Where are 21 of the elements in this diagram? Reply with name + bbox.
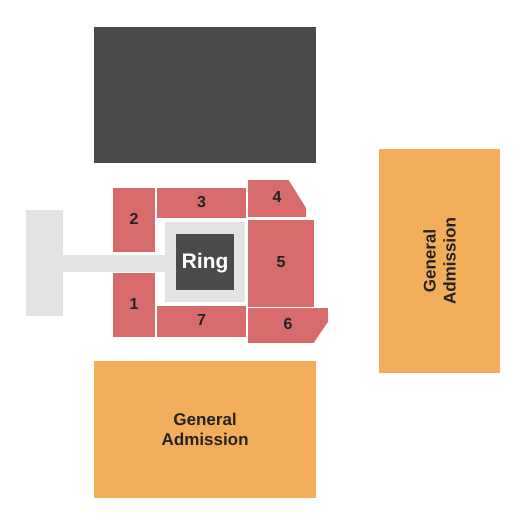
seating-section: [157, 188, 246, 218]
seating-section: [248, 308, 328, 343]
seating-section: [113, 188, 155, 252]
seating-section: [113, 273, 155, 337]
section-number: 7: [197, 312, 206, 331]
area-label: General Admission: [420, 216, 460, 306]
section-number: 6: [284, 316, 292, 335]
stage-area: [94, 27, 316, 163]
section-number: 2: [130, 210, 138, 230]
seating-section: [157, 306, 246, 337]
section-number: 4: [272, 189, 282, 208]
section-number: 3: [197, 194, 206, 212]
general-admission-area: [94, 361, 316, 498]
area-label: General Admission: [160, 410, 250, 450]
seating-section: [248, 220, 314, 307]
ring-label: Ring: [182, 250, 228, 274]
general-admission-area: [379, 149, 500, 373]
ring: [165, 222, 245, 302]
section-number: 5: [276, 254, 286, 273]
seating-section: [248, 180, 306, 217]
section-number: 1: [130, 296, 138, 314]
